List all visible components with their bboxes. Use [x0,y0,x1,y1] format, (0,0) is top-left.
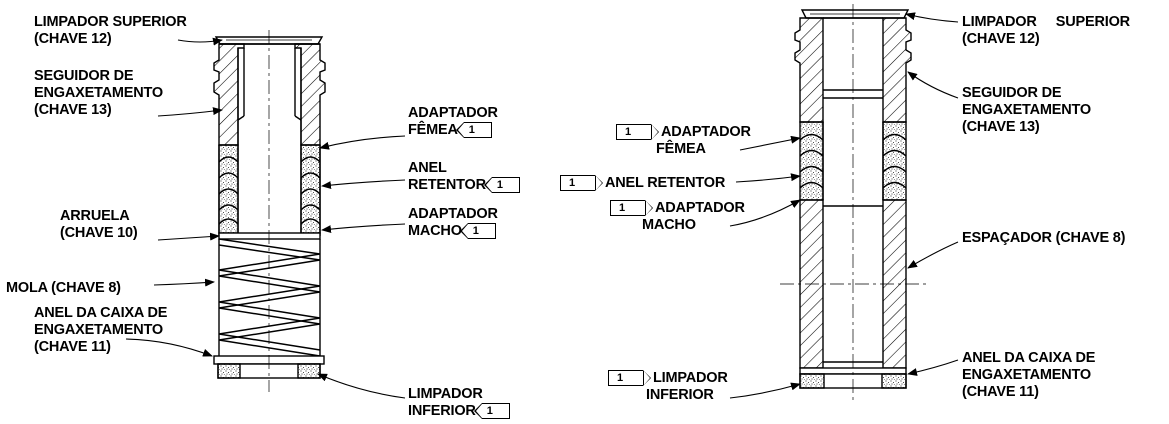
right-box-ring-label: ANEL DA CAIXA DE ENGAXETAMENTO (CHAVE 11… [962,350,1096,400]
right-assembly [780,4,930,400]
note-1-flag: 1 [560,174,603,192]
left-upper-wiper-label: LIMPADOR SUPERIOR (CHAVE 12) [34,14,187,47]
left-box-ring-label: ANEL DA CAIXA DE ENGAXETAMENTO (CHAVE 11… [34,305,168,355]
left-washer-label: ARRUELA (CHAVE 10) [60,208,138,241]
right-upper-wiper-label: LIMPADOR SUPERIOR (CHAVE 12) [962,14,1130,47]
left-packing-follower-label: SEGUIDOR DE ENGAXETAMENTO (CHAVE 13) [34,68,163,118]
left-assembly [213,30,326,392]
note-1-flag: 1 [608,369,651,387]
note-1-flag: 1 [455,121,492,139]
left-spring-label: MOLA (CHAVE 8) [6,280,121,296]
right-packing-follower-label: SEGUIDOR DE ENGAXETAMENTO (CHAVE 13) [962,85,1091,135]
note-1-flag: 1 [473,402,510,420]
right-spacer-label: ESPAÇADOR (CHAVE 8) [962,230,1126,246]
note-1-flag: 1 [616,123,659,141]
note-1-flag: 1 [610,199,653,217]
note-1-flag: 1 [459,222,496,240]
note-1-flag: 1 [483,176,520,194]
